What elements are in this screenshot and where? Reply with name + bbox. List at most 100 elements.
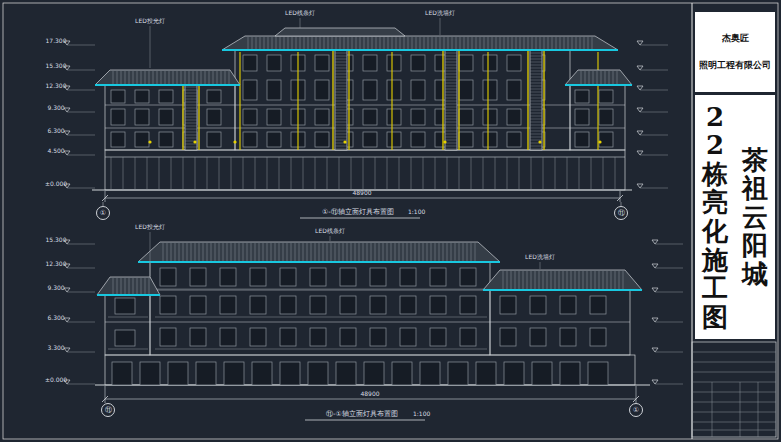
window [590,296,606,314]
window [387,55,401,71]
roof-tile [323,243,324,261]
elevation-mark: ±0.000 [45,377,67,383]
dimension-line [105,399,636,400]
window [159,132,173,147]
window [560,296,576,314]
stair-hatch [185,93,197,94]
stair-hatch [445,98,457,99]
leader-label: LED洗墙灯 [525,254,555,260]
storefront-mullion [291,157,292,190]
elevation-mark: 9.300 [47,285,64,291]
roof-tile [423,243,424,261]
stair-hatch [445,53,457,54]
roof-tile [195,243,196,261]
roof-tile [575,271,576,289]
storefront-mullion [603,157,604,190]
stair-hatch [445,83,457,84]
window [507,80,521,100]
stair-hatch [530,116,542,117]
elevation-mark: 15.300 [46,63,67,69]
roof-tile [543,271,544,289]
window [411,109,425,125]
stair-hatch [445,113,457,114]
shop-opening [280,362,300,385]
roof-tile [239,243,240,261]
roof-tile [225,71,226,84]
roof-outline [275,28,405,36]
roof-tile [203,243,204,261]
roof-tile [217,71,218,84]
roof-tile [416,37,417,49]
roof-tile [567,271,568,289]
level-line [655,244,683,245]
roof-tile [428,37,429,49]
roof-tile [183,243,184,261]
stair-hatch [335,140,347,141]
window [267,55,281,71]
roof-tile [169,71,170,84]
shop-opening [252,362,272,385]
roof-tile [593,71,594,84]
storefront-mullion [543,157,544,190]
roof-tile [448,37,449,49]
roof-tile [507,271,508,289]
table-rule [692,402,776,403]
roof-tile [364,37,365,49]
roof-tile [267,243,268,261]
stair-hatch [185,135,197,136]
roof-tile [149,71,150,84]
stair-hatch [335,137,347,138]
stair-hatch [185,138,197,139]
stair-hatch [445,134,457,135]
roof-tile [576,37,577,49]
roof-outline [95,70,240,85]
stair-hatch [530,86,542,87]
window [387,132,401,147]
roof-tile [592,37,593,49]
roof-tile [617,71,618,84]
roof-tile [463,243,464,261]
drawing-caption: ①-⑪轴立面灯具布置图 [322,209,394,216]
roof-tile [288,37,289,49]
stair-hatch [445,80,457,81]
roof-outline [222,36,618,50]
roof-tile [367,243,368,261]
storefront-mullion [231,157,232,190]
dimension-text: 48900 [360,391,379,397]
eave-light-strip [95,84,240,86]
stair-hatch [445,65,457,66]
light-fixture [538,140,541,143]
stair-hatch [185,87,197,88]
roof-tile [231,243,232,261]
table-rule [712,382,713,437]
storefront-mullion [459,157,460,190]
window [190,296,206,314]
level-line [67,268,95,269]
roof-tile [588,37,589,49]
roof-tile [268,37,269,49]
shop-opening [224,362,244,385]
window [411,55,425,71]
window [135,109,149,125]
stair-hatch [335,149,347,150]
window [115,330,135,346]
window [460,268,476,286]
roof-tile [283,243,284,261]
storefront-mullion [447,157,448,190]
level-line [655,268,683,269]
roof-tile [611,271,612,289]
window [280,296,296,314]
roof-tile [384,37,385,49]
roof-tile [205,71,206,84]
storefront-mullion [483,157,484,190]
roof-tile [259,243,260,261]
roof-tile [540,37,541,49]
storefront-mullion [111,157,112,190]
roof-tile [356,37,357,49]
light-fixture [148,140,151,143]
window [340,328,356,346]
table-rule [692,412,776,413]
roof-tile [227,243,228,261]
stair-hatch [335,116,347,117]
